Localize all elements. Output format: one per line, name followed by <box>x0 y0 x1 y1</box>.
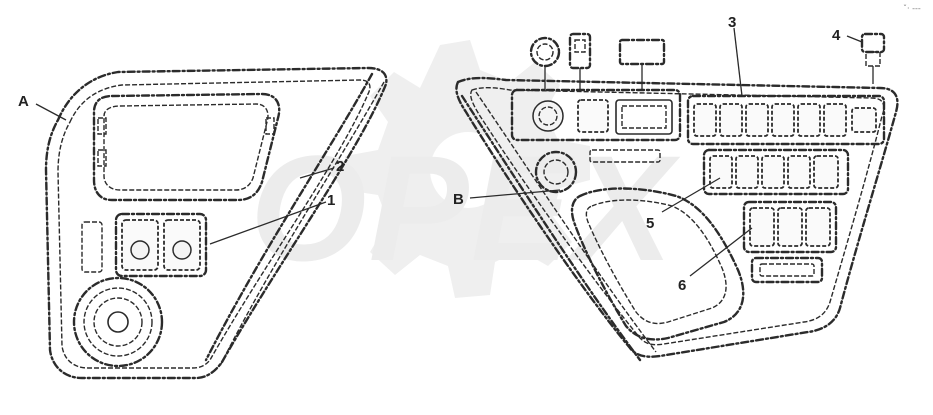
switch-row-5-item-1 <box>709 155 733 189</box>
cluster-lower-knob <box>534 150 578 194</box>
left-speaker <box>72 276 164 368</box>
switch-row-3-item-1 <box>693 103 717 137</box>
callout-1: 1 <box>327 192 335 209</box>
part-4-body <box>860 32 886 54</box>
switch-block-6-housing <box>742 200 838 254</box>
switch-row-5-housing <box>702 148 850 196</box>
left-window-clip-3 <box>265 117 275 135</box>
right-trim-strip <box>460 94 642 362</box>
leader-5 <box>661 177 721 213</box>
part-4-neck <box>865 51 881 67</box>
leader-4 <box>846 35 863 43</box>
cluster-round-gauge <box>532 100 564 132</box>
switch-row-3 <box>686 94 886 146</box>
right-panel-inner-outline <box>470 87 885 346</box>
lower-handle-recess <box>750 256 824 284</box>
switch-row-5 <box>702 148 850 196</box>
callout-3: 3 <box>728 14 736 31</box>
left-pillar-strip <box>204 72 374 362</box>
lower-handle-recess-inner <box>759 263 815 277</box>
right-door-panel <box>455 32 899 362</box>
callout-B: B <box>453 191 464 208</box>
cluster-switch <box>577 99 609 133</box>
callout-5: 5 <box>646 215 654 232</box>
top-toggle-unit <box>568 32 592 70</box>
left-panel-inner-outline <box>57 79 371 369</box>
callout-2: 2 <box>336 158 344 175</box>
switch-block-6-item-1 <box>749 207 775 247</box>
switch-row-3-item-5 <box>797 103 821 137</box>
switch-block-6-item-2 <box>777 207 803 247</box>
left-speaker-ring <box>83 287 153 357</box>
switch-row-3-housing <box>686 94 886 146</box>
switch-row-3-item-7 <box>851 107 877 133</box>
right-trim-strip-inner <box>475 91 657 353</box>
top-round-control-inner <box>536 43 554 61</box>
switch-row-3-item-6 <box>823 103 847 137</box>
top-toggle-unit-lever <box>574 39 586 53</box>
cluster-display-screen <box>621 105 667 129</box>
right-panel-outline <box>455 76 899 358</box>
cluster-round-gauge-inner <box>538 106 558 126</box>
left-handle-recess <box>81 221 103 273</box>
left-switch-housing <box>114 212 208 278</box>
callout-6: 6 <box>678 277 686 294</box>
cluster-housing <box>510 88 682 142</box>
leader-2 <box>299 167 335 179</box>
left-door-panel <box>44 66 388 380</box>
switch-row-3-item-2 <box>719 103 743 137</box>
callout-labels: A B 1 2 3 4 5 6 <box>18 14 841 294</box>
cluster-lower-knob-inner <box>543 159 569 185</box>
switch-row-5-item-4 <box>787 155 811 189</box>
leader-6 <box>689 227 753 277</box>
leader-3 <box>733 27 743 97</box>
switch-row-5-item-3 <box>761 155 785 189</box>
callout-4: 4 <box>832 27 841 44</box>
switch-block-6-item-3 <box>805 207 831 247</box>
switch-row-5-item-2 <box>735 155 759 189</box>
left-speaker-outer <box>72 276 164 368</box>
left-speaker-center <box>107 311 129 333</box>
top-small-display <box>618 38 666 66</box>
left-window-inner <box>103 103 269 191</box>
cluster-display <box>615 99 673 135</box>
right-armrest-pocket <box>570 187 745 341</box>
left-panel-outline <box>44 66 388 380</box>
watermark: OPEX <box>250 40 681 298</box>
leader-A <box>35 103 67 121</box>
switch-block-6 <box>742 200 838 284</box>
callout-A: A <box>18 93 29 110</box>
corner-mark: ˇ· --- <box>903 3 921 13</box>
top-round-control <box>529 36 561 68</box>
cluster-lower-strip <box>589 149 661 163</box>
switch-row-5-item-5 <box>813 155 839 189</box>
switch-row-3-item-4 <box>771 103 795 137</box>
left-window-clip-2 <box>97 149 107 167</box>
watermark-text: OPEX <box>250 124 681 292</box>
callout-leaders <box>35 27 863 277</box>
left-speaker-ring-2 <box>93 297 143 347</box>
part-4-connector <box>860 32 886 84</box>
left-switch-block <box>81 212 208 278</box>
left-switch-2-knob <box>172 240 192 260</box>
left-switch-1-knob <box>130 240 150 260</box>
switch-row-3-item-3 <box>745 103 769 137</box>
left-window-frame <box>92 92 281 202</box>
leader-1 <box>209 201 327 245</box>
left-window-clip-1 <box>97 117 107 135</box>
leader-B <box>469 189 561 199</box>
left-pillar-strip-inner <box>219 81 385 367</box>
